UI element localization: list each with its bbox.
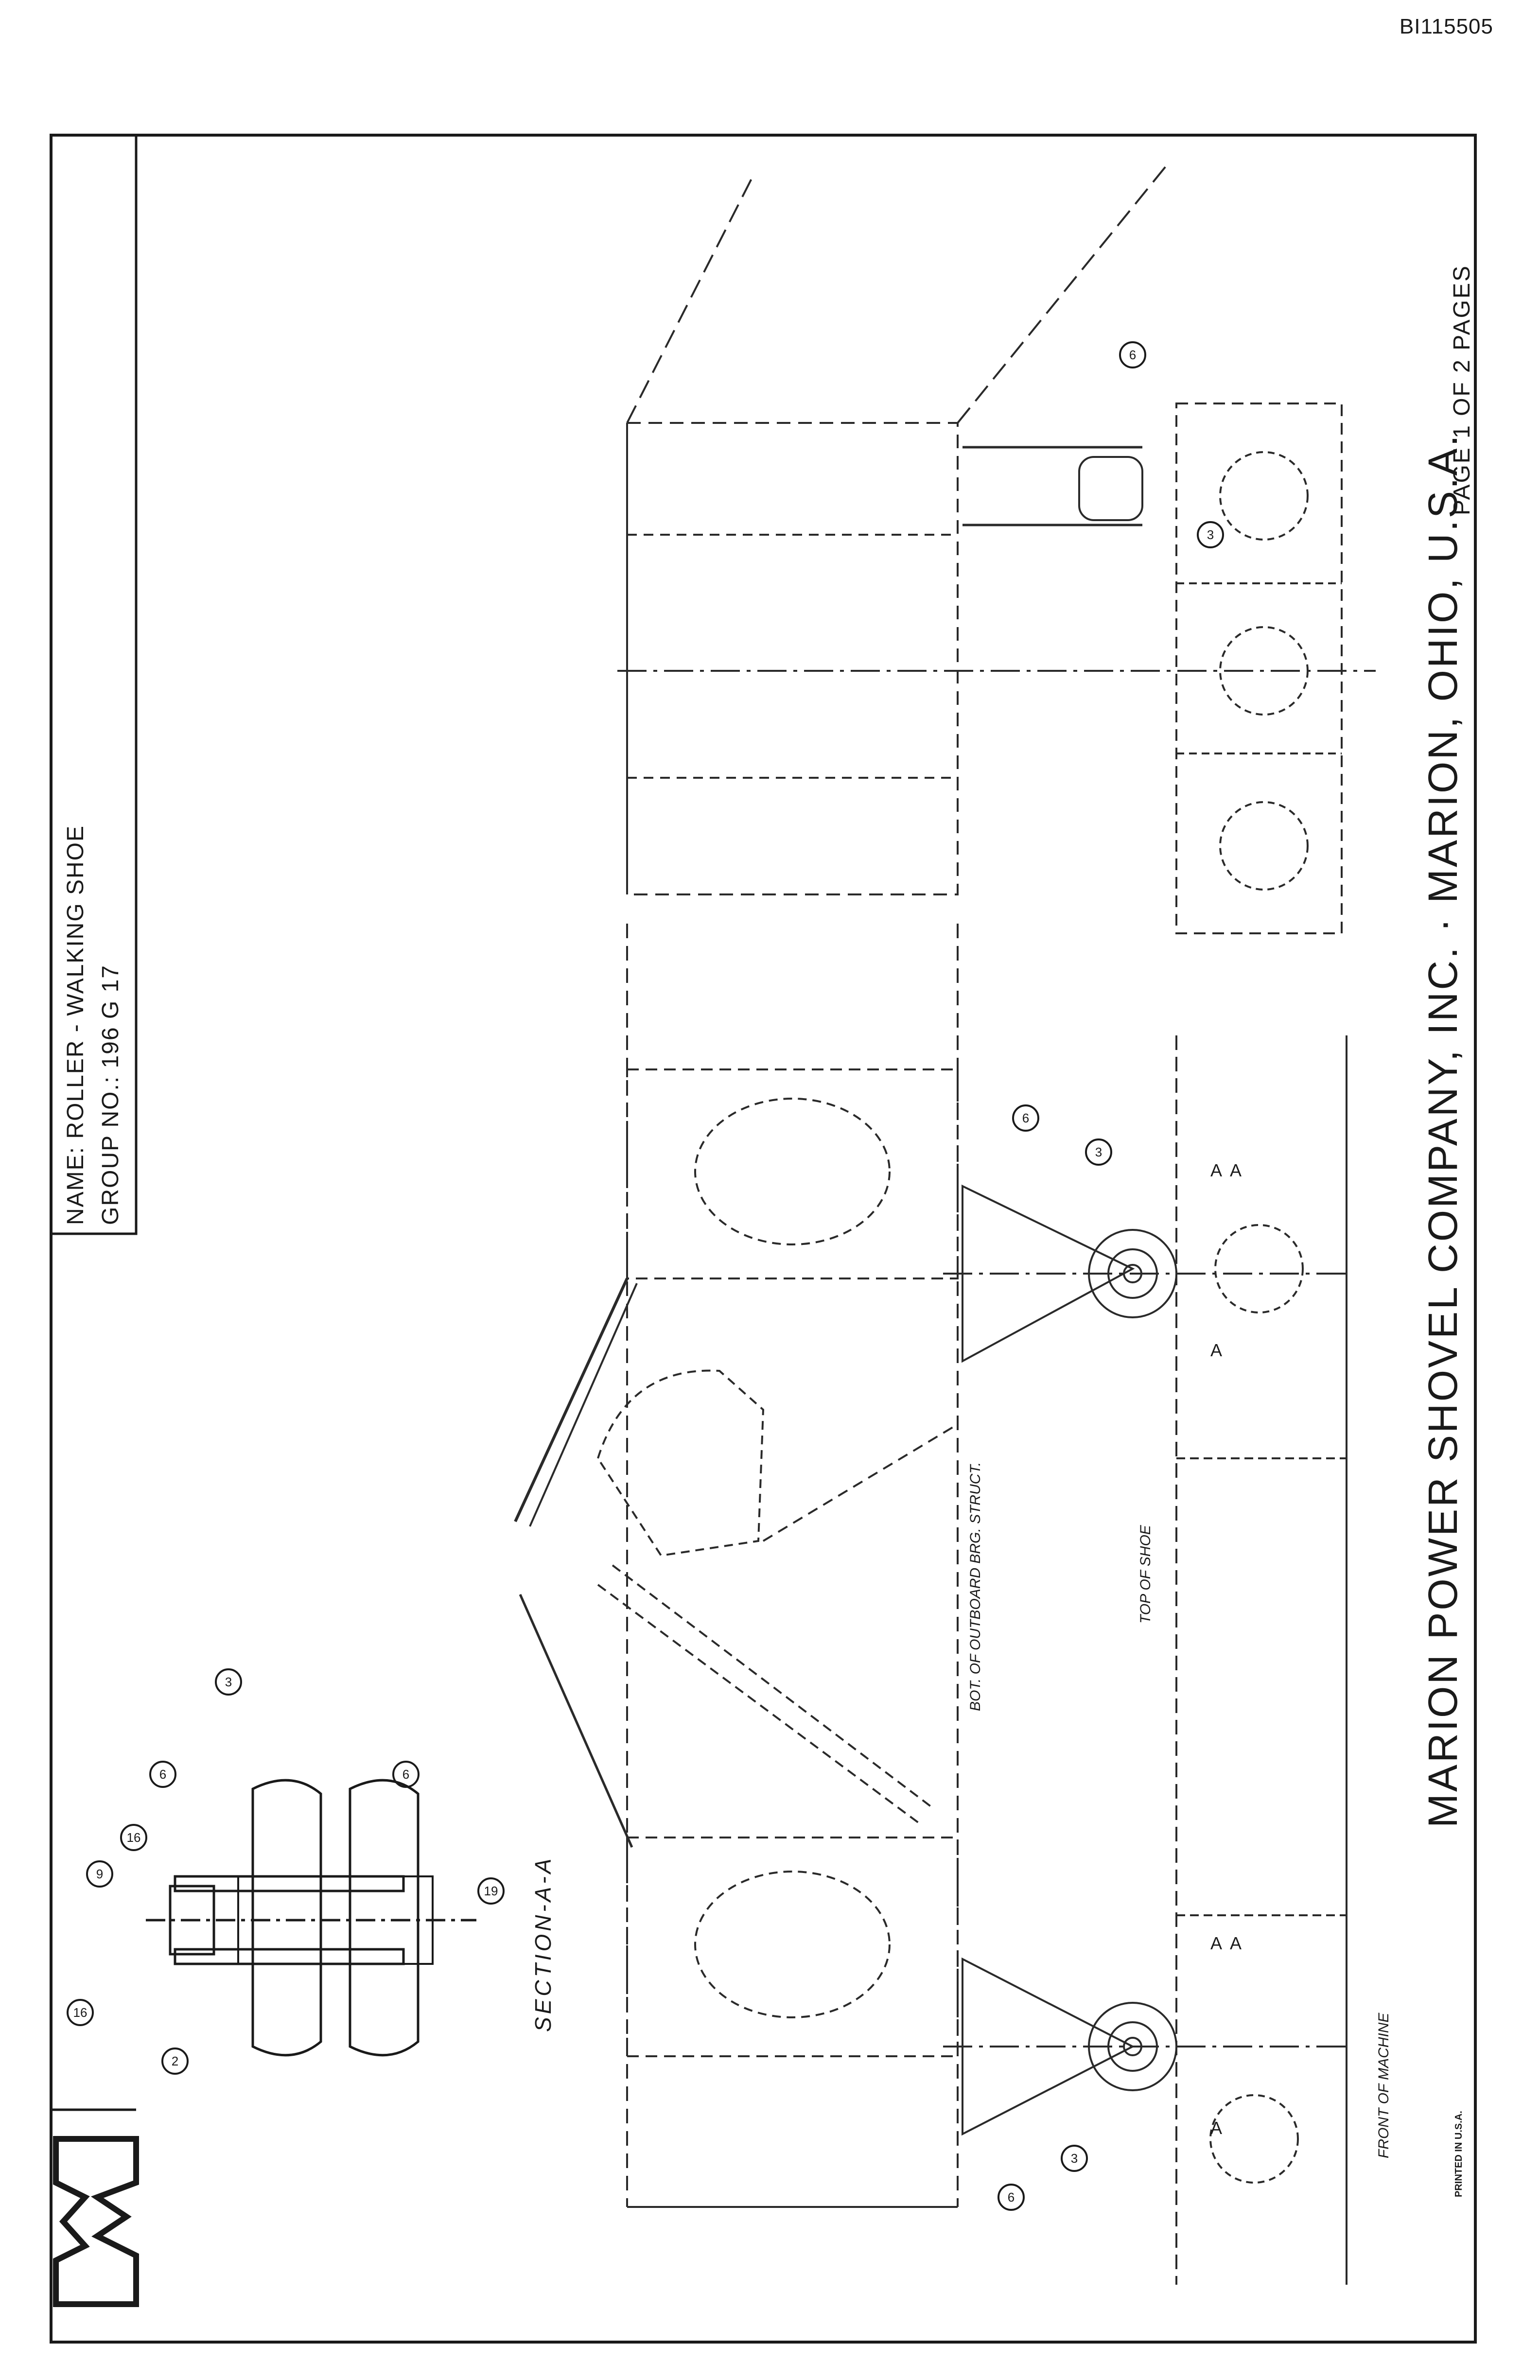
callout-16b: 16 — [73, 2005, 88, 2020]
part-name: NAME: ROLLER - WALKING SHOE — [63, 824, 88, 1225]
front-of-machine-note: FRONT OF MACHINE — [1376, 2012, 1392, 2158]
section-marks: A A A A A A — [1210, 1160, 1242, 2138]
svg-text:A: A — [1230, 1160, 1242, 1180]
title-block: NAME: ROLLER - WALKING SHOE GROUP NO.: 1… — [58, 825, 128, 1225]
printed-in-usa: PRINTED IN U.S.A. — [1453, 2111, 1464, 2197]
company-name: MARION POWER SHOVEL COMPANY, INC. · MARI… — [1420, 433, 1466, 1828]
callout-3b: 3 — [1207, 527, 1214, 542]
callout-9: 9 — [96, 1867, 103, 1881]
bearing-note: BOT. OF OUTBOARD BRG. STRUCT. — [967, 1462, 983, 1711]
svg-text:A: A — [1210, 2118, 1222, 2138]
svg-text:A: A — [1210, 1160, 1222, 1180]
frame-border — [50, 134, 1477, 2344]
callout-6: 6 — [159, 1767, 166, 1782]
top-of-shoe-note: TOP OF SHOE — [1138, 1525, 1154, 1624]
callout-16: 16 — [127, 1830, 141, 1845]
callout-6b: 6 — [402, 1767, 409, 1782]
callout-numbers: 3 6 6 9 16 16 19 2 6 3 6 3 6 3 — [73, 348, 1214, 2205]
callout-2: 2 — [172, 2054, 178, 2068]
callout-19: 19 — [484, 1884, 498, 1898]
title-block-box — [50, 134, 138, 1235]
document-id: BI115505 — [1399, 15, 1493, 38]
callout-3c: 3 — [1095, 1145, 1102, 1159]
svg-text:A: A — [1210, 1340, 1222, 1360]
section-label: SECTION-A-A — [530, 1855, 556, 2032]
callout-3d: 3 — [1071, 2151, 1078, 2166]
group-number: GROUP NO.: 196 G 17 — [98, 964, 123, 1225]
svg-text:A: A — [1210, 1933, 1222, 1953]
marion-logo-icon — [53, 2136, 139, 2307]
svg-text:A: A — [1230, 1933, 1242, 1953]
callout-6d: 6 — [1022, 1111, 1029, 1125]
page-indicator: PAGE 1 OF 2 PAGES — [1449, 264, 1475, 515]
callout-balloons — [67, 341, 1224, 2211]
callout-6c: 6 — [1129, 348, 1136, 362]
callout-3: 3 — [225, 1675, 232, 1689]
callout-6e: 6 — [1008, 2190, 1015, 2205]
section-a-a-detail — [146, 1779, 476, 2057]
